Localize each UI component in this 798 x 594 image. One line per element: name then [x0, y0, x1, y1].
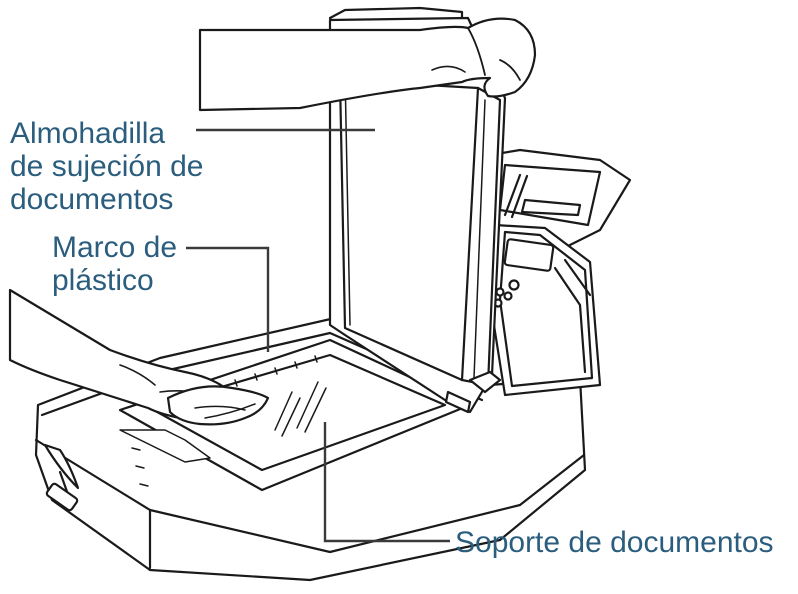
callout-almohadilla: Almohadilla de sujeción de documentos	[10, 117, 204, 216]
callout-soporte: Soporte de documentos	[455, 526, 774, 559]
document-cover	[328, 6, 507, 414]
callout-marco: Marco de plástico	[52, 231, 178, 297]
leader-soporte	[323, 422, 450, 543]
cleaning-cloth	[166, 385, 270, 426]
adf-unit	[488, 148, 632, 397]
hand-top	[198, 17, 537, 112]
leader-marco	[186, 246, 270, 352]
